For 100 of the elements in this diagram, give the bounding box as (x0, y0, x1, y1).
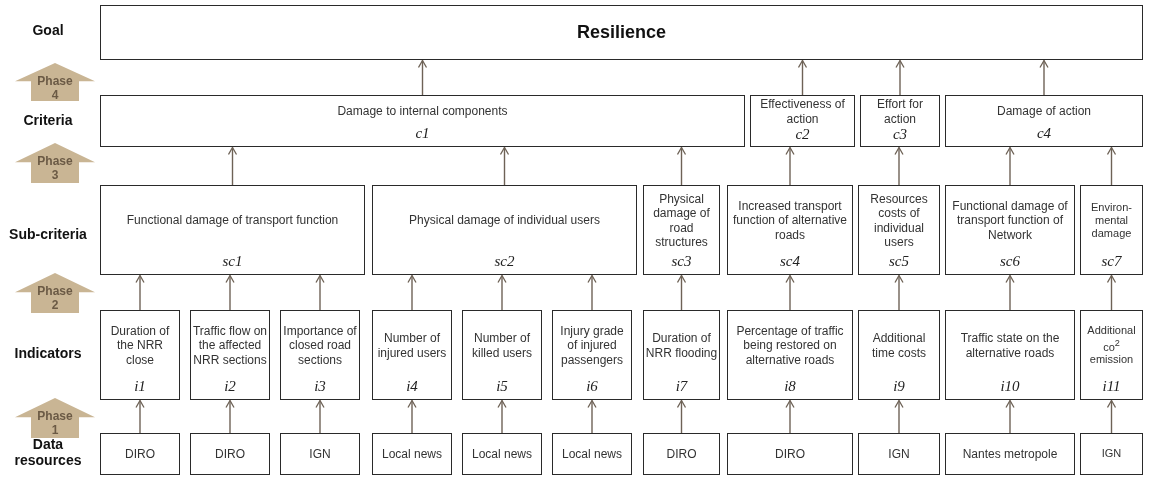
code-label: i4 (406, 378, 418, 395)
arrow (1106, 146, 1117, 186)
box-title: Resources costs of individual users (869, 190, 929, 251)
box-title: Damage of action (996, 103, 1092, 121)
sub-criteria-box (945, 185, 1075, 275)
phase-arrow (15, 398, 95, 438)
arrow (676, 146, 687, 186)
arrow (1005, 399, 1015, 434)
box-title: Environ- mental damage (1090, 199, 1133, 242)
row-label: Indicators (13, 345, 83, 362)
sub-criteria-box (372, 185, 637, 275)
code-label: i3 (314, 378, 326, 395)
arrow (895, 59, 905, 96)
indicator-box (727, 310, 853, 400)
phase-label: Phase 3 (36, 155, 74, 183)
phase-arrow (15, 63, 95, 101)
data-source-box (1080, 433, 1143, 475)
code-label: i5 (496, 378, 508, 395)
code-label: sc1 (222, 253, 243, 270)
code-label: sc4 (780, 253, 800, 270)
data-source-box (100, 433, 180, 475)
code-label: sc3 (671, 253, 692, 270)
sub-criteria-box (1080, 185, 1143, 275)
code-label: c2 (795, 125, 810, 143)
box-title: Increased transport function of alternative roads (731, 197, 849, 244)
code-label: i7 (675, 378, 688, 395)
arrow (499, 146, 510, 186)
arrow (1005, 274, 1015, 311)
box-title: Nantes metropole (962, 445, 1058, 463)
phase-arrow (15, 273, 95, 313)
arrow (587, 274, 597, 311)
phase-label: Phase 2 (36, 285, 74, 313)
arrow (315, 399, 325, 434)
arrow (417, 59, 428, 96)
phase-label: Phase 4 (36, 75, 74, 103)
box-title: Physical damage of road structures (652, 190, 711, 251)
criteria-box (860, 95, 940, 147)
box-title: Percentage of traffic being restored on alternative roads (735, 322, 845, 369)
row-label: Data resources (13, 436, 83, 469)
box-title: Duration of the NRR close (109, 322, 171, 369)
indicator-box (372, 310, 452, 400)
data-source-box (190, 433, 270, 475)
box-title: Injury grade of injured passengers (559, 322, 625, 369)
indicator-box (100, 310, 180, 400)
data-source-box (462, 433, 542, 475)
arrow (894, 146, 904, 186)
data-source-box (727, 433, 853, 475)
box-title: Additional co$^{2}$ emission (1086, 323, 1137, 368)
sub-criteria-box (858, 185, 940, 275)
indicator-box (280, 310, 360, 400)
arrow (407, 399, 417, 434)
row-label: Criteria (22, 112, 74, 129)
arrow (225, 399, 235, 434)
arrow (785, 146, 795, 186)
code-label: c4 (1036, 125, 1052, 142)
indicator-box (858, 310, 940, 400)
indicator-box (462, 310, 542, 400)
box-title: Traffic state on the alternative roads (959, 330, 1061, 362)
criteria-box (100, 95, 745, 147)
data-source-box (643, 433, 720, 475)
arrow (797, 59, 808, 96)
arrow (1005, 146, 1015, 186)
data-source-box (552, 433, 632, 475)
box-title: Number of killed users (471, 330, 533, 362)
indicator-box (643, 310, 720, 400)
data-source-box (280, 433, 360, 475)
indicator-box (1080, 310, 1143, 400)
code-label: i1 (134, 378, 146, 395)
box-title: Duration of NRR flooding (645, 330, 718, 362)
indicator-box (190, 310, 270, 400)
sub-criteria-box (100, 185, 365, 275)
row-label: Goal (31, 22, 65, 39)
arrow (676, 399, 687, 434)
indicator-box (552, 310, 632, 400)
arrow (497, 399, 507, 434)
box-title: IGN (888, 445, 910, 463)
data-source-box (858, 433, 940, 475)
arrow (135, 399, 145, 434)
box-title: Traffic flow on the affected NRR sections (192, 322, 268, 369)
code-label: sc6 (1000, 253, 1020, 270)
sub-criteria-box (643, 185, 720, 275)
arrow (1039, 59, 1049, 96)
arrow (1106, 399, 1117, 434)
arrow (135, 274, 145, 311)
indicator-box (945, 310, 1075, 400)
box-title: DIRO (775, 445, 805, 463)
box-title: Local news (561, 445, 622, 463)
arrow (785, 399, 795, 434)
box-title: Additional time costs (871, 330, 927, 362)
data-source-box (372, 433, 452, 475)
box-title: Local news (471, 445, 532, 463)
code-label: i11 (1102, 378, 1121, 395)
box-title: Functional damage of transport function (126, 212, 339, 230)
box-title: Damage to internal components (337, 103, 508, 121)
code-label: i8 (784, 378, 796, 395)
arrow (894, 399, 904, 434)
arrow (587, 399, 597, 434)
arrow (315, 274, 325, 311)
box-title: Number of injured users (376, 330, 448, 362)
arrow (894, 274, 904, 311)
